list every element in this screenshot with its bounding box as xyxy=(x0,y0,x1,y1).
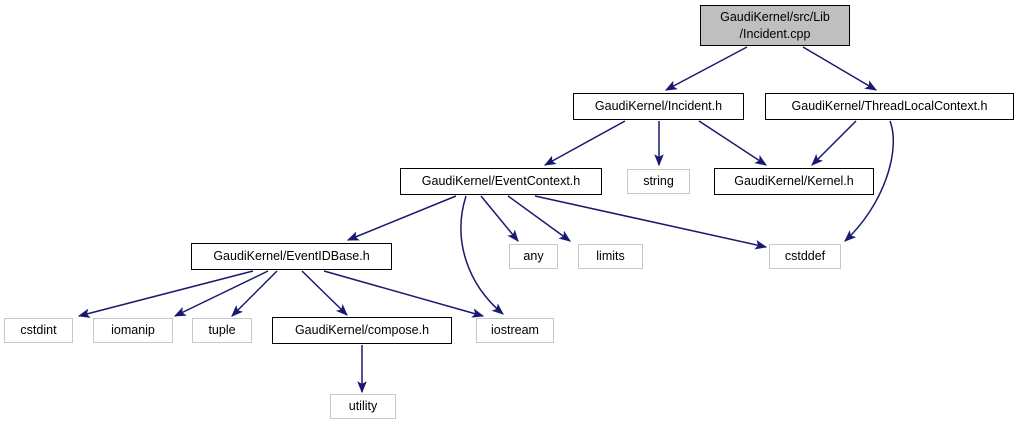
node-label-incident_cpp: GaudiKernel/src/Lib /Incident.cpp xyxy=(720,9,830,41)
node-label-utility: utility xyxy=(348,399,378,414)
node-label-cstddef: cstddef xyxy=(784,249,826,264)
edge-eventidbase_h-to-iomanip xyxy=(173,270,269,317)
node-incident_cpp[interactable]: GaudiKernel/src/Lib /Incident.cpp xyxy=(700,5,850,46)
node-label-cstdint: cstdint xyxy=(20,323,57,338)
node-label-incident_h: GaudiKernel/Incident.h xyxy=(594,99,723,114)
node-label-string: string xyxy=(643,174,674,189)
node-tuple[interactable]: tuple xyxy=(192,318,252,343)
edge-incident_cpp-to-incident_h xyxy=(664,46,748,91)
edge-incident_cpp-to-threadlocalcontext_h xyxy=(802,46,878,91)
node-label-iostream: iostream xyxy=(491,323,539,338)
node-any[interactable]: any xyxy=(509,244,558,269)
edge-eventcontext_h-to-eventidbase_h xyxy=(346,195,457,241)
node-label-limits: limits xyxy=(596,249,625,264)
node-threadlocalcontext_h[interactable]: GaudiKernel/ThreadLocalContext.h xyxy=(765,93,1014,120)
node-eventidbase_h[interactable]: GaudiKernel/EventIDBase.h xyxy=(191,243,392,270)
node-eventcontext_h[interactable]: GaudiKernel/EventContext.h xyxy=(400,168,602,195)
node-kernel_h[interactable]: GaudiKernel/Kernel.h xyxy=(714,168,874,195)
node-label-tuple: tuple xyxy=(208,323,236,338)
node-compose_h[interactable]: GaudiKernel/compose.h xyxy=(272,317,452,344)
edge-eventcontext_h-to-limits xyxy=(507,195,571,242)
node-utility[interactable]: utility xyxy=(330,394,396,419)
node-limits[interactable]: limits xyxy=(578,244,643,269)
edge-incident_h-to-eventcontext_h xyxy=(543,120,626,166)
node-incident_h[interactable]: GaudiKernel/Incident.h xyxy=(573,93,744,120)
node-string[interactable]: string xyxy=(627,169,690,194)
edge-eventcontext_h-to-cstddef xyxy=(534,195,768,250)
node-iostream[interactable]: iostream xyxy=(476,318,554,343)
edge-eventidbase_h-to-tuple xyxy=(231,270,278,317)
edge-threadlocalcontext_h-to-cstddef xyxy=(844,120,894,242)
edge-incident_h-to-kernel_h xyxy=(698,120,768,166)
node-label-iomanip: iomanip xyxy=(111,323,155,338)
node-cstddef[interactable]: cstddef xyxy=(769,244,841,269)
edge-layer xyxy=(77,46,894,394)
edge-eventcontext_h-to-iostream xyxy=(460,195,504,315)
node-label-eventcontext_h: GaudiKernel/EventContext.h xyxy=(421,174,581,189)
node-iomanip[interactable]: iomanip xyxy=(93,318,173,343)
edge-threadlocalcontext_h-to-kernel_h xyxy=(811,120,857,166)
node-label-any: any xyxy=(523,249,544,264)
node-cstdint[interactable]: cstdint xyxy=(4,318,73,343)
node-label-kernel_h: GaudiKernel/Kernel.h xyxy=(734,174,854,189)
node-label-eventidbase_h: GaudiKernel/EventIDBase.h xyxy=(213,249,370,264)
edge-eventidbase_h-to-cstdint xyxy=(77,270,254,318)
node-label-compose_h: GaudiKernel/compose.h xyxy=(294,323,430,338)
edge-eventidbase_h-to-compose_h xyxy=(301,270,348,316)
node-label-threadlocalcontext_h: GaudiKernel/ThreadLocalContext.h xyxy=(791,99,988,114)
edge-eventcontext_h-to-any xyxy=(480,195,519,242)
edge-eventidbase_h-to-iostream xyxy=(323,270,485,318)
